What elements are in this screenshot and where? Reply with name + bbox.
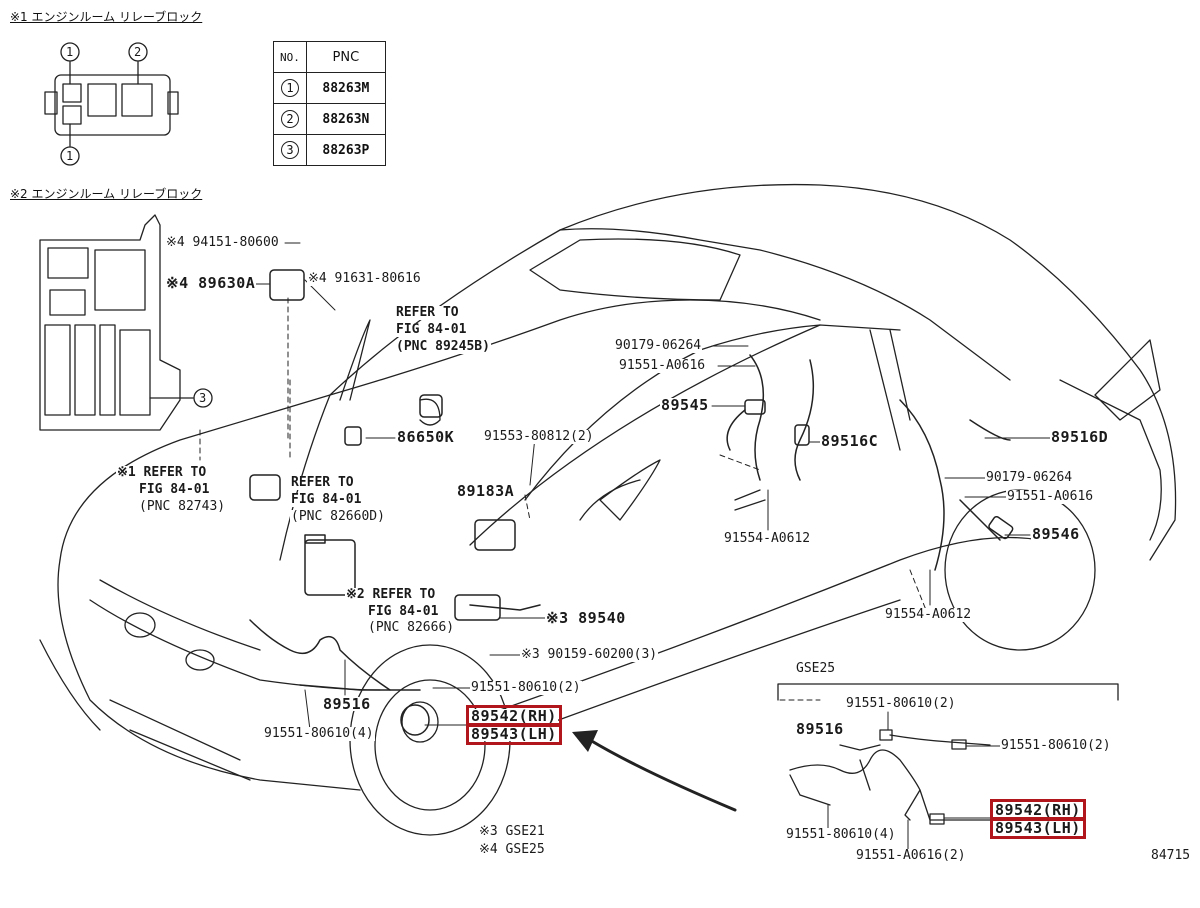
table-row: 3 88263P xyxy=(273,134,386,166)
label-89516d: 89516D xyxy=(1050,428,1110,446)
inset-1-title: ※1 エンジンルーム リレーブロック xyxy=(10,10,203,24)
label-91554-a0612-right: 91554-A0612 xyxy=(884,607,973,622)
gse25-label-91551-a0616-2: 91551-A0616(2) xyxy=(855,848,967,863)
refer-82666-line3: (PNC 82666) xyxy=(367,620,456,635)
reference-arrow xyxy=(588,738,737,812)
harness-drawing xyxy=(249,269,1014,736)
relay-block-1-drawing xyxy=(44,42,179,166)
gse25-label-91551-80610-top: 91551-80610(2) xyxy=(845,696,957,711)
row-number: 1 xyxy=(280,79,299,97)
label-89516c: 89516C xyxy=(820,432,880,450)
label-91551-a0616-right: 91551-A0616 xyxy=(1006,489,1095,504)
gse25-label-91551-80610-4: 91551-80610(4) xyxy=(785,827,897,842)
refer-82666-line2: FIG 84-01 xyxy=(367,604,440,619)
pnc-table: NO. PNC 1 88263M 2 88263N 3 88263P xyxy=(273,41,386,166)
callout-2: 2 xyxy=(134,45,142,59)
inset-2-title: ※2 エンジンルーム リレーブロック xyxy=(10,187,203,201)
header-no: NO. xyxy=(273,41,307,73)
refer-82743-line3: (PNC 82743) xyxy=(138,499,227,514)
refer-89245b-line3: (PNC 89245B) xyxy=(395,339,491,354)
label-89183a: 89183A xyxy=(456,482,516,500)
refer-82743-line1: ※1 REFER TO xyxy=(116,465,208,480)
label-89545: 89545 xyxy=(660,396,710,414)
table-header-row: NO. PNC xyxy=(273,41,386,73)
relay-block-2-drawing xyxy=(39,214,213,431)
header-pnc: PNC xyxy=(305,41,386,73)
label-91551-a0616-top: 91551-A0616 xyxy=(618,358,707,373)
gse25-label-89543-lh: 89543(LH) xyxy=(990,817,1086,839)
label-90179-06264-top: 90179-06264 xyxy=(614,338,703,353)
refer-89245b-line1: REFER TO xyxy=(395,305,460,320)
refer-82666-line1: ※2 REFER TO xyxy=(345,587,437,602)
label-89630a: ※4 89630A xyxy=(165,274,257,292)
table-row: 1 88263M xyxy=(273,72,386,104)
label-89540: ※3 89540 xyxy=(545,609,627,627)
table-row: 2 88263N xyxy=(273,103,386,135)
callout-1-bottom: 1 xyxy=(66,149,74,163)
row-number: 3 xyxy=(280,141,299,159)
gse25-inset-drawing xyxy=(777,683,1119,825)
row-pnc: 88263N xyxy=(305,103,386,135)
refer-82660d-line3: (PNC 82660D) xyxy=(290,509,386,524)
row-pnc: 88263P xyxy=(305,134,386,166)
label-94151-80600: ※4 94151-80600 xyxy=(165,235,280,250)
label-89546: 89546 xyxy=(1031,525,1081,543)
gse25-label-91551-80610-right: 91551-80610(2) xyxy=(1000,738,1112,753)
row-pnc: 88263M xyxy=(305,72,386,104)
label-91631-80616: ※4 91631-80616 xyxy=(307,271,422,286)
gse25-label-89516: 89516 xyxy=(795,720,845,738)
refer-82660d-line1: REFER TO xyxy=(290,475,355,490)
note-gse25: ※4 GSE25 xyxy=(478,842,546,857)
label-89542-rh: 89542(RH) xyxy=(466,705,562,727)
label-91551-80610-main: 91551-80610(2) xyxy=(470,680,582,695)
label-86650k: 86650K xyxy=(396,428,456,446)
label-89543-lh: 89543(LH) xyxy=(466,723,562,745)
label-90159-60200: ※3 90159-60200(3) xyxy=(520,647,659,662)
gse25-label-89542-rh: 89542(RH) xyxy=(990,799,1086,821)
note-gse21: ※3 GSE21 xyxy=(478,824,546,839)
refer-82743-line2: FIG 84-01 xyxy=(138,482,211,497)
label-90179-06264-right: 90179-06264 xyxy=(985,470,1074,485)
figure-number: 84715 xyxy=(1150,848,1192,863)
label-89516: 89516 xyxy=(322,695,372,713)
gse25-title: GSE25 xyxy=(795,661,837,676)
row-number: 2 xyxy=(280,110,299,128)
refer-82660d-line2: FIG 84-01 xyxy=(290,492,363,507)
callout-3: 3 xyxy=(199,391,207,405)
refer-89245b-line2: FIG 84-01 xyxy=(395,322,468,337)
callout-1-top: 1 xyxy=(66,45,74,59)
label-91554-a0612-mid: 91554-A0612 xyxy=(723,531,812,546)
label-91553-80812: 91553-80812(2) xyxy=(483,429,595,444)
label-91551-80610-4: 91551-80610(4) xyxy=(263,726,375,741)
